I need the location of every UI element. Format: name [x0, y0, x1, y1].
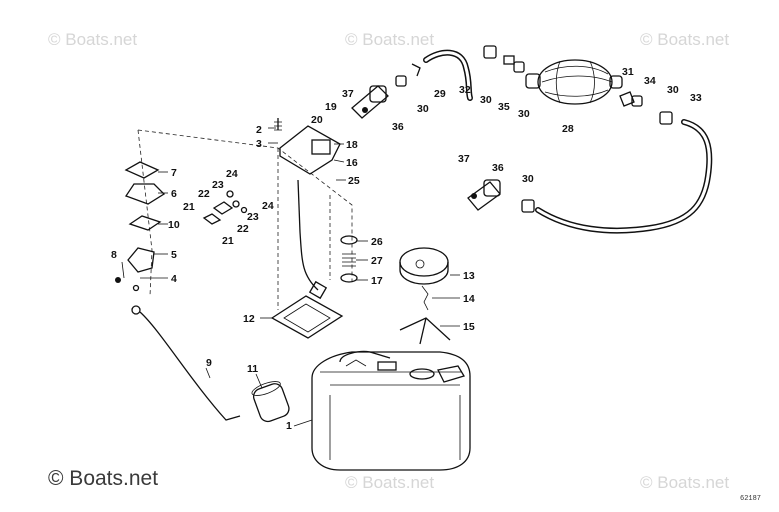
- diagram-code: 62187: [740, 495, 761, 503]
- bracket-10: [128, 215, 162, 231]
- check-valve-31: [619, 91, 635, 107]
- watermark-top-left: © Boats.net: [48, 30, 137, 49]
- clamp-5: [127, 247, 155, 273]
- watermark-top-right: © Boats.net: [640, 30, 729, 49]
- callout-9: 9: [206, 357, 212, 369]
- leader-lines: [140, 127, 460, 427]
- connector-36-top: [351, 85, 389, 119]
- filler-cap: [399, 247, 451, 345]
- callout-21-b: 21: [222, 235, 234, 247]
- callout-24-b: 24: [262, 200, 274, 212]
- callout-3: 3: [256, 138, 262, 150]
- callout-2: 2: [256, 124, 262, 136]
- watermark-bottom-left: © Boats.net: [48, 467, 158, 490]
- callout-22-a: 22: [198, 188, 210, 200]
- callout-37-a: 37: [342, 88, 354, 100]
- callout-29: 29: [434, 88, 446, 100]
- fuel-hose-33: [535, 119, 713, 234]
- callout-13: 13: [463, 270, 475, 282]
- callout-5: 5: [171, 249, 177, 261]
- spring-parts: [340, 235, 358, 283]
- callout-6: 6: [171, 188, 177, 200]
- watermark-top-center: © Boats.net: [345, 30, 434, 49]
- clamp-30-e: [521, 199, 535, 213]
- callout-11: 11: [247, 363, 258, 375]
- callout-23-a: 23: [212, 179, 224, 191]
- callout-32: 32: [459, 84, 471, 96]
- callout-37-b: 37: [458, 153, 470, 165]
- callout-4: 4: [171, 273, 177, 285]
- callout-21-a: 21: [183, 201, 195, 213]
- top-fittings: [395, 45, 673, 213]
- callout-1: 1: [286, 420, 292, 432]
- fitting-34: [631, 95, 643, 107]
- primer-bulb: [525, 59, 623, 105]
- callout-20: 20: [311, 114, 323, 126]
- callout-22-b: 22: [237, 223, 249, 235]
- callout-18: 18: [346, 139, 358, 151]
- watermarks: © Boats.net © Boats.net © Boats.net © Bo…: [48, 30, 729, 492]
- callout-14: 14: [463, 293, 475, 305]
- clamp-30-c: [659, 111, 673, 125]
- fuel-tank: [311, 350, 471, 471]
- gasket-12: [270, 295, 344, 339]
- callout-30-a: 30: [417, 103, 429, 115]
- callout-30-d: 30: [667, 84, 679, 96]
- pickup-assembly: [274, 118, 341, 300]
- clamp-30-b: [513, 61, 525, 73]
- callout-36-a: 36: [392, 121, 404, 133]
- watermark-bottom-center: © Boats.net: [345, 473, 434, 492]
- callout-30-c: 30: [518, 108, 530, 120]
- callout-23-b: 23: [247, 211, 259, 223]
- left-parts: [115, 161, 248, 292]
- callout-33: 33: [690, 92, 702, 104]
- callout-19: 19: [325, 101, 337, 113]
- watermark-bottom-right: © Boats.net: [640, 473, 729, 492]
- callout-25: 25: [348, 175, 360, 187]
- clip-29: [411, 63, 421, 77]
- clamp-30-a: [483, 45, 497, 59]
- callout-17: 17: [371, 275, 383, 287]
- callout-34: 34: [644, 75, 656, 87]
- callout-30-b: 30: [480, 94, 492, 106]
- callout-36-b: 36: [492, 162, 504, 174]
- callout-labels: 1 2 3 4 5 6 7 8 9 10 11 12 13 14 15 16 1…: [111, 66, 702, 432]
- callout-27: 27: [371, 255, 383, 267]
- callout-7: 7: [171, 167, 177, 179]
- callout-35: 35: [498, 101, 510, 113]
- clamp-30-d: [395, 75, 407, 87]
- callout-10: 10: [168, 219, 180, 231]
- callout-28: 28: [562, 123, 574, 135]
- connector-35: [503, 55, 515, 65]
- connector-36-right: [467, 179, 501, 211]
- rod-and-float: [131, 305, 290, 423]
- callout-31: 31: [622, 66, 634, 78]
- callout-24-a: 24: [226, 168, 238, 180]
- callout-15: 15: [463, 321, 475, 333]
- callout-12: 12: [243, 313, 255, 325]
- fuel-hose-32: [423, 49, 473, 101]
- callout-8: 8: [111, 249, 117, 261]
- callout-30-e: 30: [522, 173, 534, 185]
- plate-7: [124, 161, 160, 179]
- cover-6: [125, 183, 166, 205]
- callout-26: 26: [371, 236, 383, 248]
- callout-16: 16: [346, 157, 358, 169]
